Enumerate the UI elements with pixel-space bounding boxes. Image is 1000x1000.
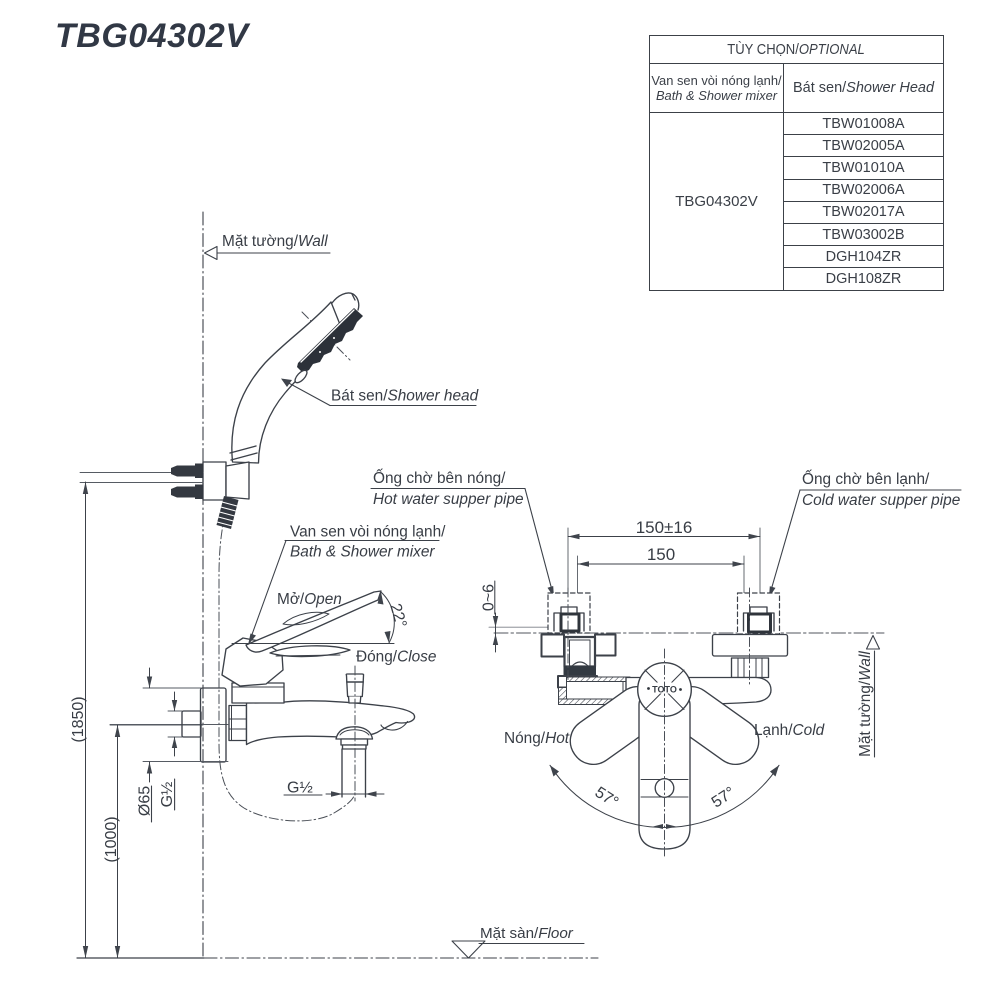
svg-text:G½: G½: [287, 780, 313, 797]
svg-text:G½: G½: [159, 782, 176, 808]
svg-text:Nóng/Hot: Nóng/Hot: [504, 730, 570, 747]
svg-text:Ø65: Ø65: [137, 786, 154, 816]
svg-text:Mặt tường/Wall: Mặt tường/Wall: [857, 651, 874, 757]
svg-text:Mặt tường/Wall: Mặt tường/Wall: [222, 233, 328, 250]
svg-text:0~6: 0~6: [481, 584, 498, 611]
svg-text:Hot water supper pipe: Hot water supper pipe: [373, 491, 524, 508]
svg-text:Van sen vòi nóng lạnh/: Van sen vòi nóng lạnh/: [290, 524, 446, 541]
svg-text:Đóng/Close: Đóng/Close: [356, 649, 436, 666]
svg-text:Lạnh/Cold: Lạnh/Cold: [754, 722, 825, 739]
svg-text:(1850): (1850): [70, 696, 87, 742]
svg-text:Cold water supper pipe: Cold water supper pipe: [802, 492, 960, 509]
svg-text:Mở/Open: Mở/Open: [277, 591, 342, 608]
svg-text:22°: 22°: [386, 602, 409, 630]
svg-text:57°: 57°: [709, 784, 739, 811]
svg-text:Mặt sàn/Floor: Mặt sàn/Floor: [480, 925, 574, 942]
svg-text:Bát sen/Shower head: Bát sen/Shower head: [331, 388, 479, 405]
svg-text:Ống chờ bên nóng/: Ống chờ bên nóng/: [373, 469, 506, 487]
svg-text:150: 150: [647, 545, 675, 564]
svg-text:57°: 57°: [592, 784, 622, 811]
svg-text:150±16: 150±16: [636, 518, 693, 537]
svg-text:Bath & Shower mixer: Bath & Shower mixer: [290, 544, 435, 561]
svg-text:Ống chờ bên lạnh/: Ống chờ bên lạnh/: [802, 470, 930, 488]
svg-text:(1000): (1000): [103, 816, 120, 862]
